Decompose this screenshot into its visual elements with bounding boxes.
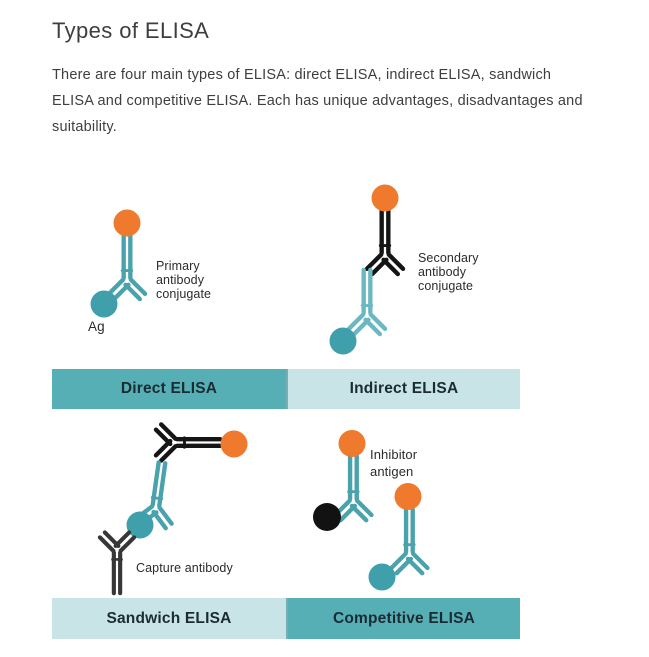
indirect-elisa-banner: Indirect ELISA — [286, 369, 520, 409]
antibody-icon — [335, 456, 371, 520]
indirect-elisa-panel: Secondary antibody conjugate — [286, 168, 520, 369]
antigen-icon — [329, 327, 357, 355]
intro-paragraph: There are four main types of ELISA: dire… — [52, 67, 583, 135]
sample-antigen-icon — [313, 503, 341, 531]
sandwich-elisa-banner: Sandwich ELISA — [52, 598, 286, 639]
detection-antibody-icon — [156, 424, 220, 460]
primary-antibody-icon — [349, 270, 385, 334]
competitive-elisa-banner: Competitive ELISA — [286, 598, 520, 639]
antigen-icon — [90, 290, 118, 318]
capture-antibody-icon — [100, 532, 134, 593]
elisa-types-diagram: Primary antibody conjugate Ag Secondary … — [52, 168, 520, 639]
inhibitor-antigen-icon — [394, 483, 422, 510]
page-title: Types of ELISA — [52, 18, 210, 43]
indirect-elisa-banner-label: Indirect ELISA — [349, 380, 459, 397]
inhibitor-antigen-label: Inhibitor antigen — [370, 447, 418, 479]
indirect-elisa-figure — [329, 184, 520, 355]
sandwich-elisa-figure — [52, 409, 248, 598]
competitive-elisa-panel: Inhibitor antigen — [286, 409, 520, 598]
sandwich-elisa-panel: Capture antibody — [52, 409, 286, 598]
competitive-elisa-banner-label: Competitive ELISA — [332, 609, 476, 627]
antibody-icon — [391, 509, 427, 573]
capture-antibody-label: Capture antibody — [136, 561, 233, 575]
inhibitor-antigen-icon — [338, 430, 366, 457]
secondary-antibody-label: Secondary antibody conjugate — [418, 251, 479, 293]
secondary-antibody-icon — [367, 210, 403, 274]
enzyme-conjugate-icon — [220, 430, 248, 458]
antigen-label: Ag — [88, 319, 105, 334]
direct-elisa-panel: Primary antibody conjugate Ag — [52, 168, 286, 369]
antigen-icon — [368, 563, 396, 591]
direct-elisa-banner: Direct ELISA — [52, 369, 286, 409]
sandwich-elisa-banner-label: Sandwich ELISA — [106, 609, 232, 627]
enzyme-conjugate-icon — [113, 209, 141, 237]
primary-antibody-icon — [109, 235, 145, 299]
direct-elisa-figure — [90, 209, 286, 318]
enzyme-conjugate-icon — [371, 184, 399, 212]
antigen-icon — [126, 511, 154, 539]
direct-elisa-banner-label: Direct ELISA — [120, 380, 218, 397]
primary-antibody-label: Primary antibody conjugate — [156, 259, 212, 301]
competitive-elisa-figure — [313, 430, 520, 591]
